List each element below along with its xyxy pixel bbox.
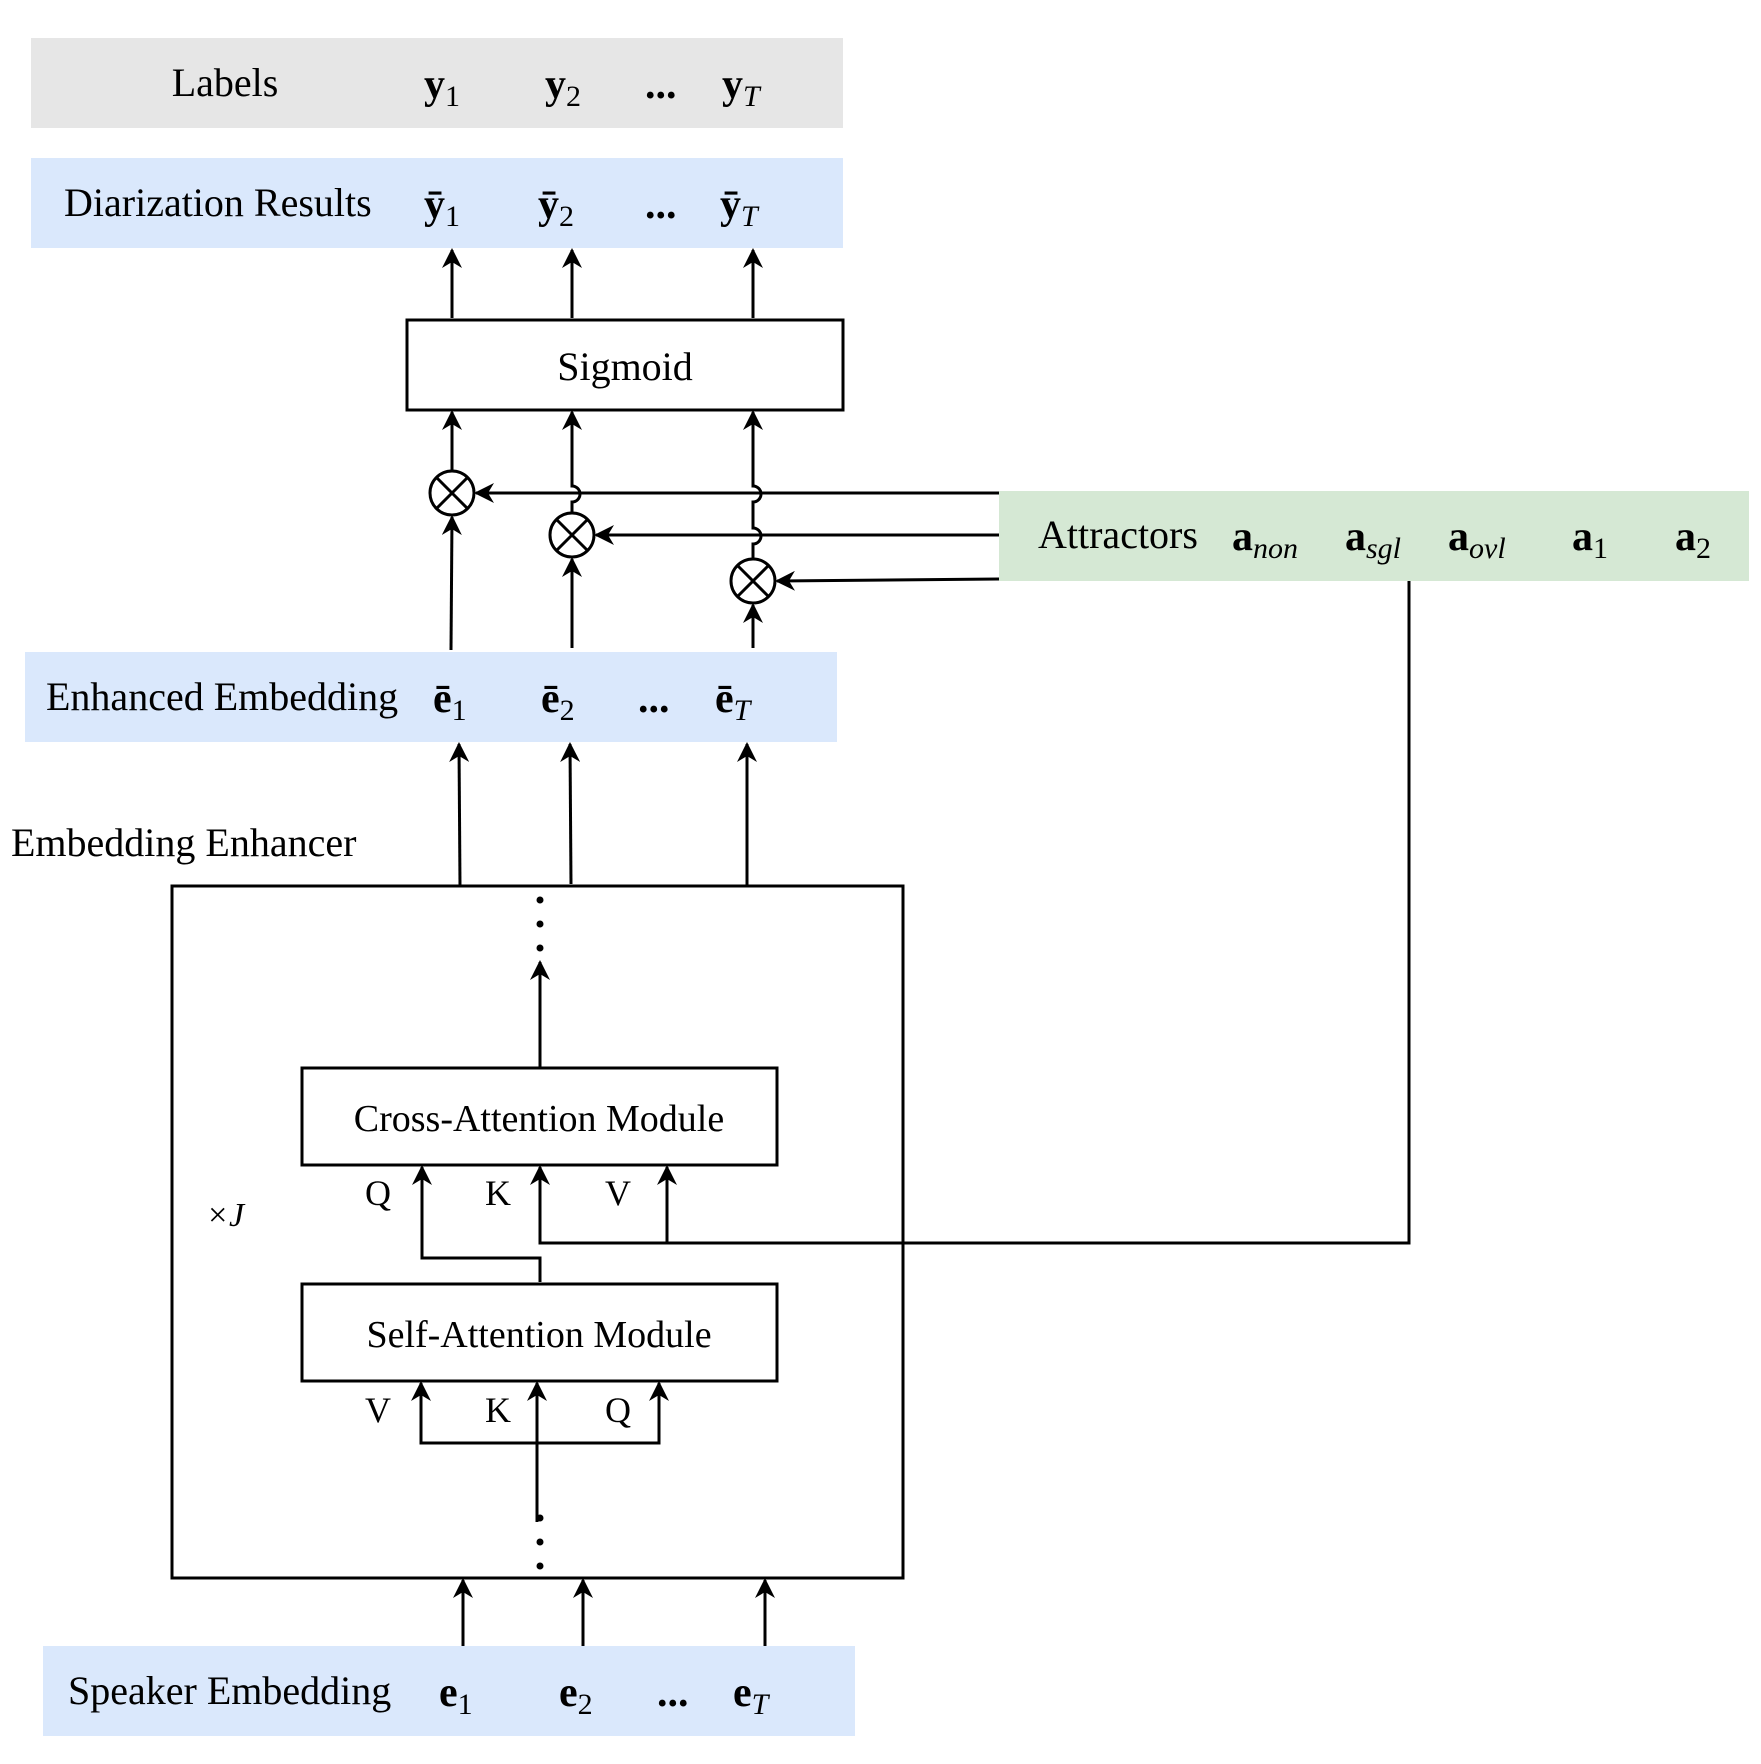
attractor-2: a2: [1675, 514, 1711, 565]
self-attention-label: Self-Attention Module: [366, 1314, 711, 1356]
enhancer-box: [170, 884, 905, 1580]
sigmoid-label: Sigmoid: [557, 344, 693, 389]
label-item-t: yT: [722, 62, 762, 113]
speaker-row-bg: [43, 1646, 855, 1736]
attractor-ovl: aovl: [1448, 514, 1506, 565]
continuation-dot: [536, 944, 544, 952]
attractor-sgl: asgl: [1345, 514, 1401, 565]
results-row-bg: [31, 158, 843, 248]
result-item-1: ȳ1: [424, 182, 460, 233]
repeat-label: ×J: [206, 1197, 246, 1234]
labels-title: Labels: [172, 60, 279, 105]
attractors-title: Attractors: [1038, 512, 1198, 557]
continuation-dot: [536, 1514, 544, 1522]
enhanced-title: Enhanced Embedding: [46, 674, 398, 719]
enhancer-block: Cross-Attention Module Q K V ×J Self-Att…: [170, 581, 1411, 1580]
continuation-dot: [536, 920, 544, 928]
speaker-title: Speaker Embedding: [68, 1668, 391, 1713]
multiply-node-t: [729, 557, 777, 605]
cross-input-v: V: [605, 1173, 631, 1213]
attractors-row: Attractors anon asgl aovl a1 a2: [999, 491, 1749, 581]
speaker-item-t: eT: [733, 1670, 771, 1721]
continuation-dot: [536, 1538, 544, 1546]
cross-input-k: K: [485, 1173, 511, 1213]
label-item-1: y1: [424, 62, 460, 113]
enhanced-row: Enhanced Embedding ē1 ē2 ... ēT: [25, 652, 837, 742]
arrow-enhancer-to-e2: [560, 742, 581, 885]
cross-attention-box: [300, 1066, 779, 1167]
speaker-item-ellipsis: ...: [657, 1670, 689, 1716]
arrow-attractors-to-cross-k: [530, 581, 1411, 1245]
self-input-k: K: [485, 1390, 511, 1430]
label-item-2: y2: [545, 62, 581, 113]
multiply-node-1: [428, 469, 476, 517]
self-input-v: V: [365, 1390, 391, 1430]
arrow-self-to-cross-q: [412, 1165, 542, 1282]
arrow-self-input-q: [537, 1381, 669, 1445]
label-item-ellipsis: ...: [645, 62, 677, 108]
speaker-item-2: e2: [559, 1670, 593, 1721]
arrow-e1-to-mult1: [441, 515, 462, 651]
cross-input-q: Q: [365, 1173, 391, 1213]
arrow-enhancer-to-e1: [449, 742, 470, 887]
speaker-item-1: e1: [439, 1670, 473, 1721]
labels-row-bg: [31, 38, 843, 128]
multiply-node-2: [548, 511, 596, 559]
arrow-self-input-v: [411, 1381, 537, 1445]
sigmoid-box: [405, 318, 845, 412]
self-attention-box: [300, 1282, 779, 1383]
result-item-2: ȳ2: [538, 182, 574, 233]
enhanced-item-t: ēT: [715, 676, 753, 727]
continuation-dot: [536, 896, 544, 904]
result-item-t: ȳT: [720, 182, 760, 233]
labels-row: Labels y1 y2 ... yT: [31, 38, 843, 128]
sigmoid-block: Sigmoid: [405, 318, 845, 412]
enhanced-item-2: ē2: [541, 676, 575, 727]
result-item-ellipsis: ...: [645, 182, 677, 228]
arrow-attractor-to-multt: [775, 570, 1000, 591]
attractors-bg: [999, 491, 1749, 581]
cross-attention-label: Cross-Attention Module: [354, 1098, 724, 1140]
enhanced-item-1: ē1: [433, 676, 467, 727]
results-row: Diarization Results ȳ1 ȳ2 ... ȳT: [31, 158, 843, 248]
arrow-mult2-to-sigmoid: [562, 410, 582, 513]
enhanced-row-bg: [25, 652, 837, 742]
speaker-row: Speaker Embedding e1 e2 ... eT: [43, 1646, 855, 1736]
enhancer-title: Embedding Enhancer: [11, 820, 356, 865]
arrow-multt-to-sigmoid: [743, 410, 763, 559]
results-title: Diarization Results: [64, 180, 372, 225]
attractor-non: anon: [1232, 514, 1298, 565]
enhanced-item-ellipsis: ...: [638, 676, 670, 722]
continuation-dot: [536, 1562, 544, 1570]
attractor-1: a1: [1572, 514, 1608, 565]
self-input-q: Q: [605, 1390, 631, 1430]
